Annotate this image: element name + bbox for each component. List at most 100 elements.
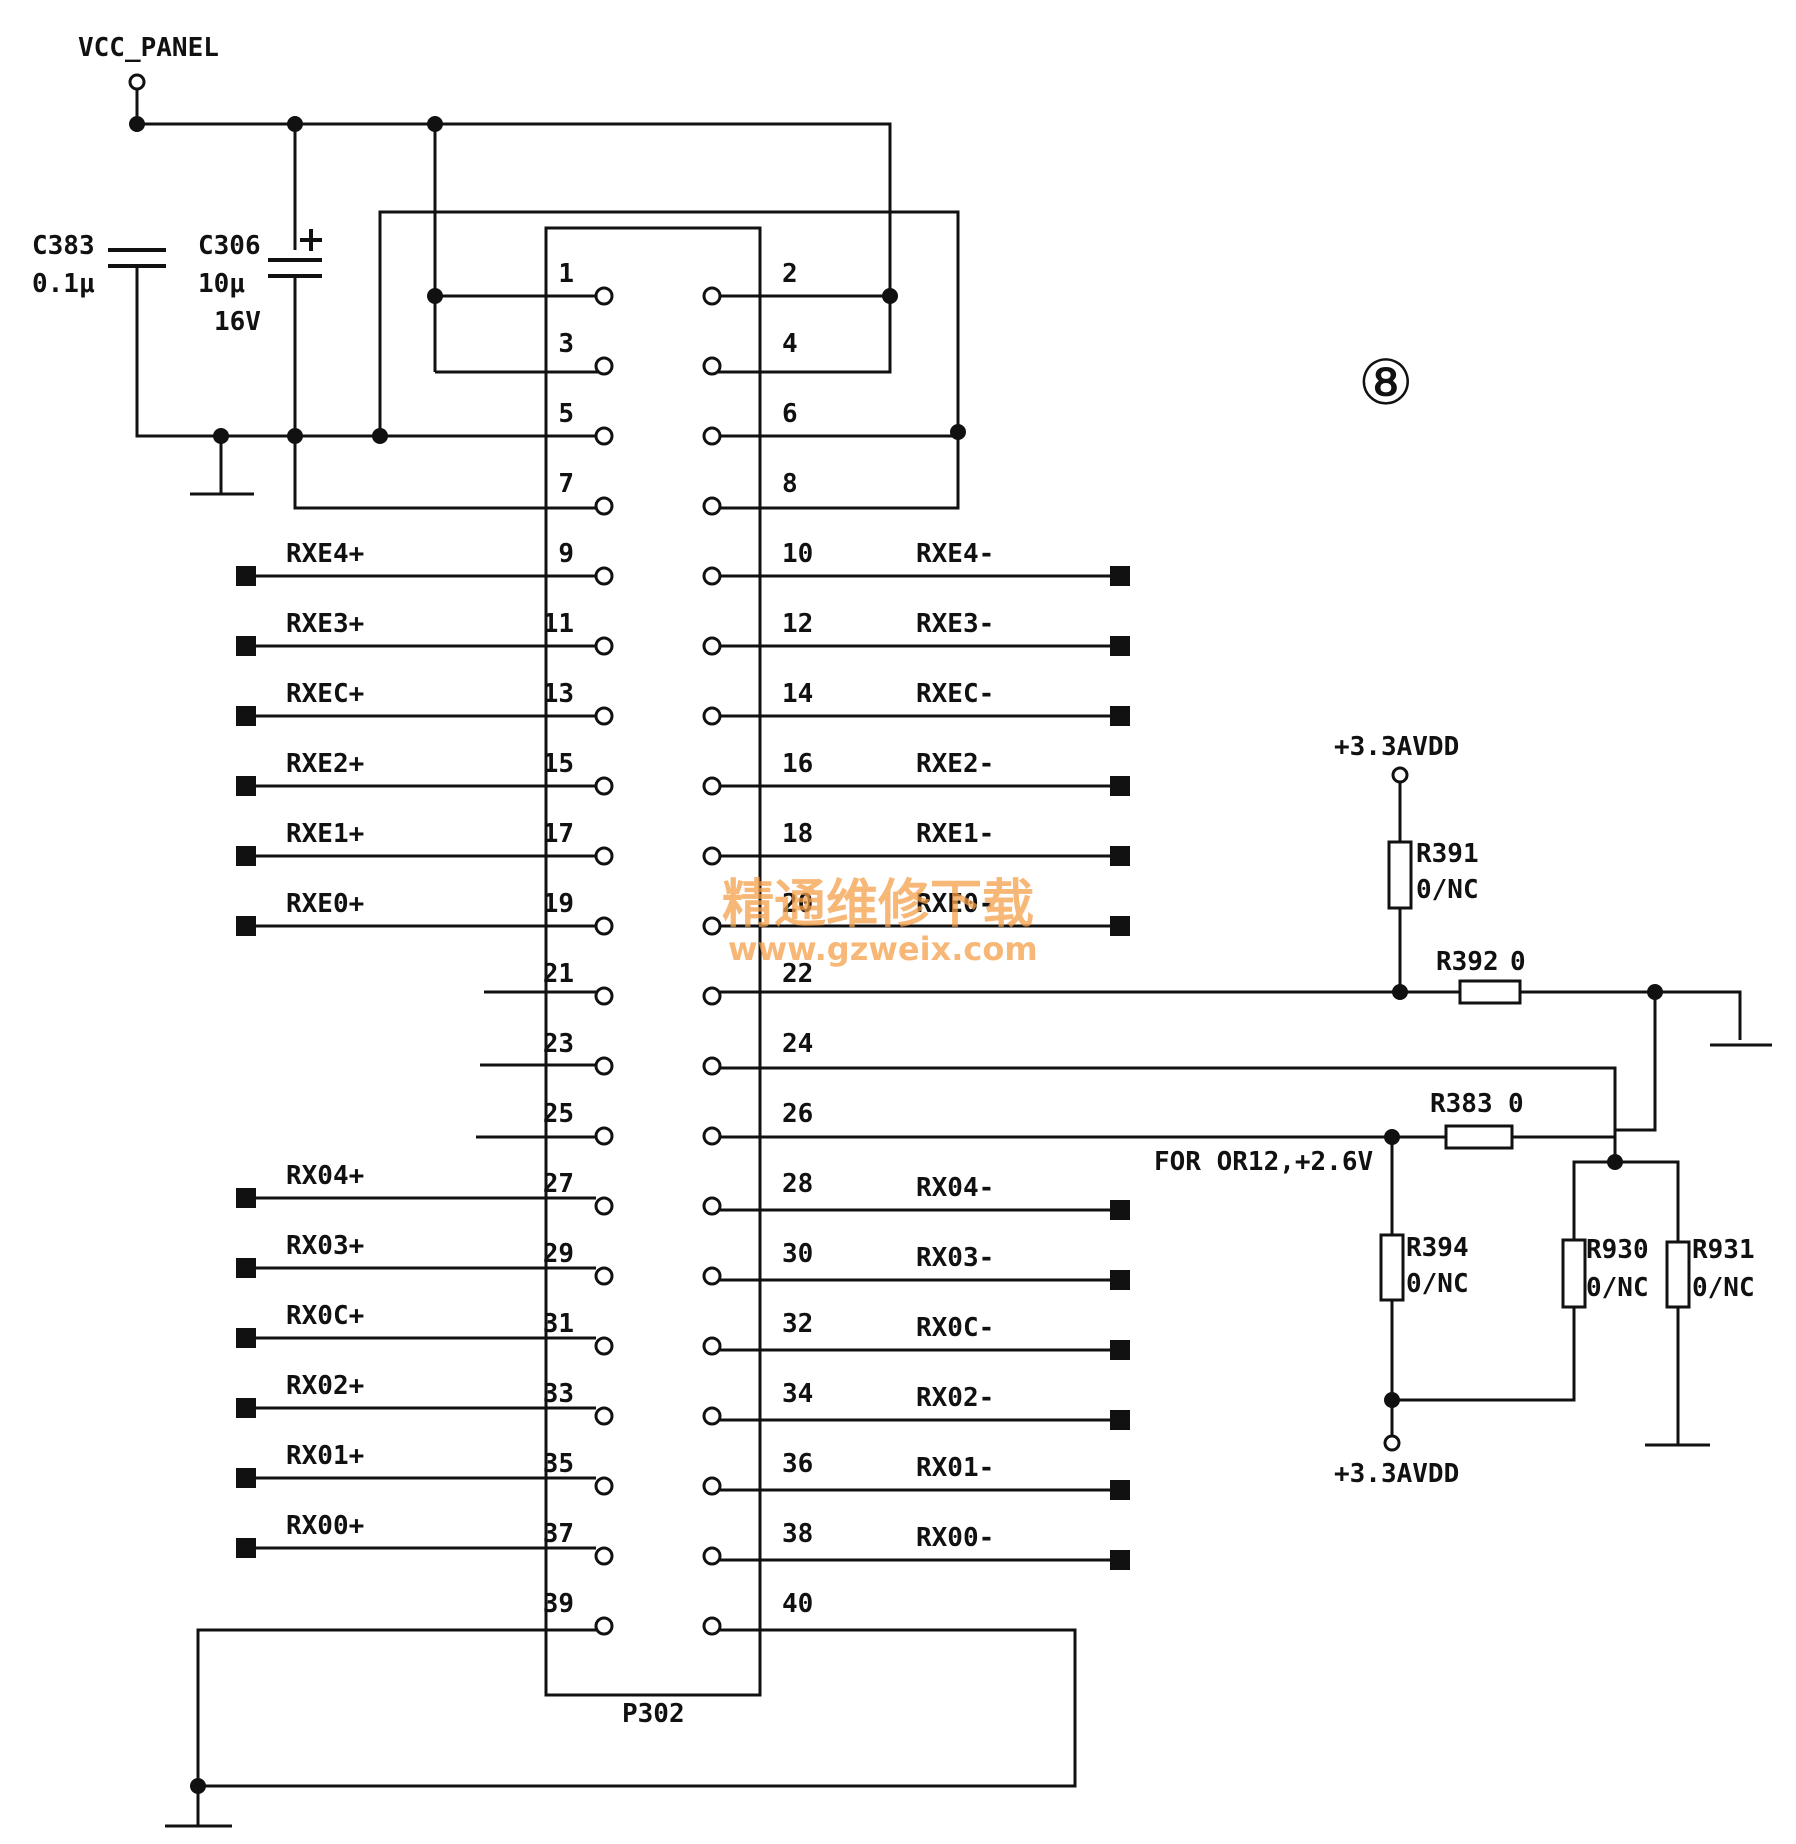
pin-34-number: 34 [782,1379,813,1409]
signal-RX04--label: RX04- [916,1173,994,1203]
pin-26-contact [702,1126,722,1146]
signal-RXE2+-label: RXE2+ [286,749,364,779]
pin-22-contact [702,986,722,1006]
pin-16-number: 16 [782,749,813,779]
pin-31-number: 31 [543,1309,574,1339]
r391-body [1387,840,1413,910]
resistor-symbols [1379,840,1691,1309]
signal-RXE4--label: RXE4- [916,539,994,569]
c383-value: 0.1μ [32,269,95,299]
pin-38-number: 38 [782,1519,813,1549]
signal-RX04+-label: RX04+ [286,1161,364,1191]
signal-RXEC--label: RXEC- [916,679,994,709]
signal-RX03+-label: RX03+ [286,1231,364,1261]
signal-RXE0--label: RXE0- [916,889,994,919]
wiring [135,88,1772,1828]
vcc-panel-port [128,73,146,91]
signal-RX02+-label: RX02+ [286,1371,364,1401]
c306-rating: 16V [214,307,261,337]
signal-RX02--label: RX02- [916,1383,994,1413]
r931-body [1665,1240,1691,1309]
pin-19-number: 19 [543,889,574,919]
pin-25-number: 25 [543,1099,574,1129]
r930-body [1561,1238,1587,1309]
signal-RX04--terminal [1110,1200,1130,1220]
connector-name: P302 [622,1699,685,1729]
watermark-title: 精通维修下载 [722,874,1034,935]
pin-4-number: 4 [782,329,798,359]
signal-RXE4+-label: RXE4+ [286,539,364,569]
signal-RX01--terminal [1110,1480,1130,1500]
pin-1-contact [594,286,614,306]
pin-9-number: 9 [558,539,574,569]
signal-RXE1+-terminal [236,846,256,866]
pin-20-number: 20 [782,889,813,919]
signal-RX01--label: RX01- [916,1453,994,1483]
signal-RX02--terminal [1110,1410,1130,1430]
pin-5-number: 5 [558,399,574,429]
signal-RXE1--label: RXE1- [916,819,994,849]
rail-bottom-label: +3.3AVDD [1334,1459,1459,1489]
pin-34-contact [702,1406,722,1426]
r394-value: 0/NC [1406,1269,1469,1299]
signal-RXEC+-terminal [236,706,256,726]
signal-RX03--label: RX03- [916,1243,994,1273]
signal-RX03+-terminal [236,1258,256,1278]
signal-RXE0+-label: RXE0+ [286,889,364,919]
c383-ref: C383 [32,231,95,261]
signal-RX04+-terminal [236,1188,256,1208]
pin-39-contact [594,1616,614,1636]
signal-RXE1+-label: RXE1+ [286,819,364,849]
c306-ref: C306 [198,231,261,261]
pin-26-number: 26 [782,1099,813,1129]
signal-RX0C--terminal [1110,1340,1130,1360]
page-marker: ⑧ [1358,346,1414,419]
pin-3-number: 3 [558,329,574,359]
signal-RX02+-terminal [236,1398,256,1418]
signal-RXE3+-terminal [236,636,256,656]
pin-30-contact [702,1266,722,1286]
r930-value: 0/NC [1586,1273,1649,1303]
pin-6-number: 6 [782,399,798,429]
signal-RX0C+-terminal [236,1328,256,1348]
pin-37-contact [594,1546,614,1566]
pin-37-number: 37 [543,1519,574,1549]
capacitor-symbols [108,229,322,278]
pin-7-contact [594,496,614,516]
r931-ref: R931 [1692,1235,1755,1265]
pin-25-contact [594,1126,614,1146]
signal-RXE4--terminal [1110,566,1130,586]
pin-12-number: 12 [782,609,813,639]
pin-11-contact [594,636,614,656]
signal-RX0C--label: RX0C- [916,1313,994,1343]
pin-31-contact [594,1336,614,1356]
connector-pins: 1357911131517192123252729313335373924681… [543,259,813,1636]
pin-18-contact [702,846,722,866]
signal-RX00+-terminal [236,1538,256,1558]
pin-2-number: 2 [782,259,798,289]
pin-17-number: 17 [543,819,574,849]
pin-32-contact [702,1336,722,1356]
pin-14-contact [702,706,722,726]
signal-RX00+-label: RX00+ [286,1511,364,1541]
pin-28-number: 28 [782,1169,813,1199]
pin-10-number: 10 [782,539,813,569]
pin-13-number: 13 [543,679,574,709]
pin-35-contact [594,1476,614,1496]
junction-dots [129,116,1663,1794]
signal-RXE3--terminal [1110,636,1130,656]
pin-3-contact [594,356,614,376]
pin-36-number: 36 [782,1449,813,1479]
pin-38-contact [702,1546,722,1566]
pin-28-contact [702,1196,722,1216]
r930-ref: R930 [1586,1235,1649,1265]
pin-18-number: 18 [782,819,813,849]
r383-ref: R383 [1430,1089,1493,1119]
pin-23-number: 23 [543,1029,574,1059]
r394-body [1379,1233,1405,1302]
watermark-url: www.gzweix.com [728,930,1038,968]
pin-12-contact [702,636,722,656]
signal-RXE2+-terminal [236,776,256,796]
avdd-top-port [1391,766,1409,784]
pin-27-contact [594,1196,614,1216]
